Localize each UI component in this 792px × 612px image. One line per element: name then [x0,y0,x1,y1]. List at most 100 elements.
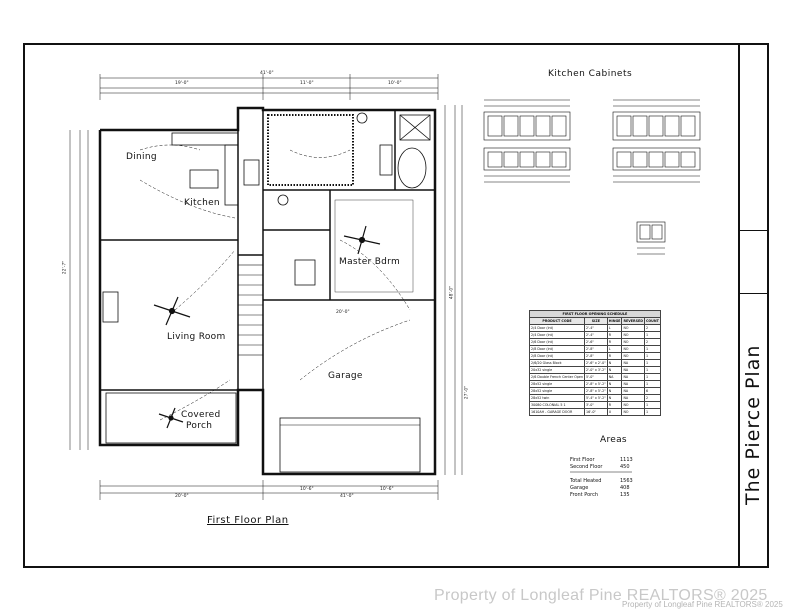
room-label-dining: Dining [126,152,157,162]
schedule-header-cell: REVERSED [621,317,645,325]
schedule-cell: 2'-6" x 2'-0" [584,359,608,367]
schedule-cell: 2'-8" [584,345,608,353]
title-block [738,43,769,568]
dimension-right-depth: 27'-0" [464,385,470,400]
schedule-cell: 2 [643,394,661,402]
area-value: 450 [620,464,630,470]
schedule-cell: NO [621,324,645,332]
schedule-cell: 2/8 Door (int) [528,345,586,353]
schedule-cell: 2 [643,324,661,332]
schedule-cell: 30080 COLONIAL 5 1 [528,401,586,409]
dimension-top-mid: 11'-0" [300,81,314,86]
schedule-cell: 2/4 Door (int) [528,324,586,332]
schedule-cell: 2/6/20 Glass Block [528,359,586,367]
schedule-header-cell: COUNT [643,317,661,325]
schedule-cell: NO [621,331,645,339]
exterior-walls [98,106,437,476]
schedule-header-cell: SIZE [584,317,608,325]
schedule-cell: 2'-8" x 5'-2" [584,380,608,388]
schedule-cell: R [606,338,623,346]
schedule-header-row: PRODUCT CODE SIZE HINGE REVERSED COUNT [528,317,661,325]
opening-schedule-table: FIRST FLOOR OPENING SCHEDULE PRODUCT COD… [528,310,661,416]
schedule-cell: NA [621,380,645,388]
schedule-cell: 2'-0" x 3'-2" [584,366,608,374]
schedule-cell: 2'-4" [584,331,608,339]
drawing-sheet-border [23,43,769,568]
room-label-garage: Garage [328,371,363,381]
watermark-text: Property of Longleaf Pine REALTORS® 2025 [434,587,768,604]
schedule-cell: L [606,345,623,353]
area-value: 1563 [620,478,633,484]
room-label-covered: Covered [181,410,221,420]
opening-schedule-caption: FIRST FLOOR OPENING SCHEDULE [529,310,661,317]
schedule-cell: 5'-4" x 5'-2" [584,394,608,402]
dimension-top-right: 10'-0" [388,81,402,86]
schedule-cell: 28x52 twin [528,394,586,402]
dimension-bottom-mid: 10'-6" [300,487,314,492]
schedule-cell: NO [621,345,645,353]
kitchen-counters [171,132,260,206]
kitchen-cabinet-elevations [483,99,701,255]
room-label-porch: Porch [186,421,213,431]
stairs [237,264,264,356]
schedule-cell: 1 [643,345,661,353]
schedule-cell: R [606,352,623,360]
schedule-cell: NO [621,352,645,360]
schedule-cell: 2'-4" [584,324,608,332]
schedule-cell: R [606,331,623,339]
schedule-cell: 2'-6" [584,338,608,346]
schedule-cell: 2/4 Door (int) [528,331,586,339]
schedule-cell: 20x32 single [528,366,586,374]
title-block-divider [738,230,769,231]
dimension-overall-width-bottom: 41'-0" [340,494,354,499]
area-label: Garage [570,485,589,491]
schedule-cell: 1 [643,366,661,374]
schedule-cell: NA [621,373,645,381]
schedule-cell: R [606,401,623,409]
dimension-lines [69,74,463,500]
schedule-cell: 2'-8" [584,352,608,360]
schedule-cell: N [606,394,623,402]
bath-fixtures [277,112,431,286]
schedule-cell: N [606,359,623,367]
schedule-cell: 2'-8" x 5'-2" [584,387,608,395]
schedule-header-cell: HINGE [606,317,623,325]
schedule-cell: U [606,408,623,416]
schedule-cell: 16'-0" [584,408,608,416]
schedule-cell: 28x52 single [528,387,586,395]
schedule-header-cell: PRODUCT CODE [528,317,586,325]
schedule-cell: NA [621,359,645,367]
electrical-runs [139,144,411,421]
dimension-bottom-right: 10'-6" [380,487,394,492]
schedule-cell: NO [621,338,645,346]
schedule-cell: 1 [643,380,661,388]
schedule-cell: L [606,324,623,332]
area-label: First Floor [570,457,595,463]
room-label-living-room: Living Room [167,332,226,342]
dimension-overall-depth: 48'-0" [449,285,455,300]
schedule-cell: 2/6 Door (int) [528,338,586,346]
dimension-garage-width: 20'-0" [336,310,350,315]
schedule-cell: 1 [643,359,661,367]
schedule-cell: N [606,366,623,374]
schedule-cell: 28x52 single [528,380,586,388]
areas-title: Areas [600,435,627,445]
schedule-cell: 1 [643,373,661,381]
schedule-cell: 5'-0" [584,373,608,381]
schedule-cell: NA [621,394,645,402]
area-value: 135 [620,492,630,498]
